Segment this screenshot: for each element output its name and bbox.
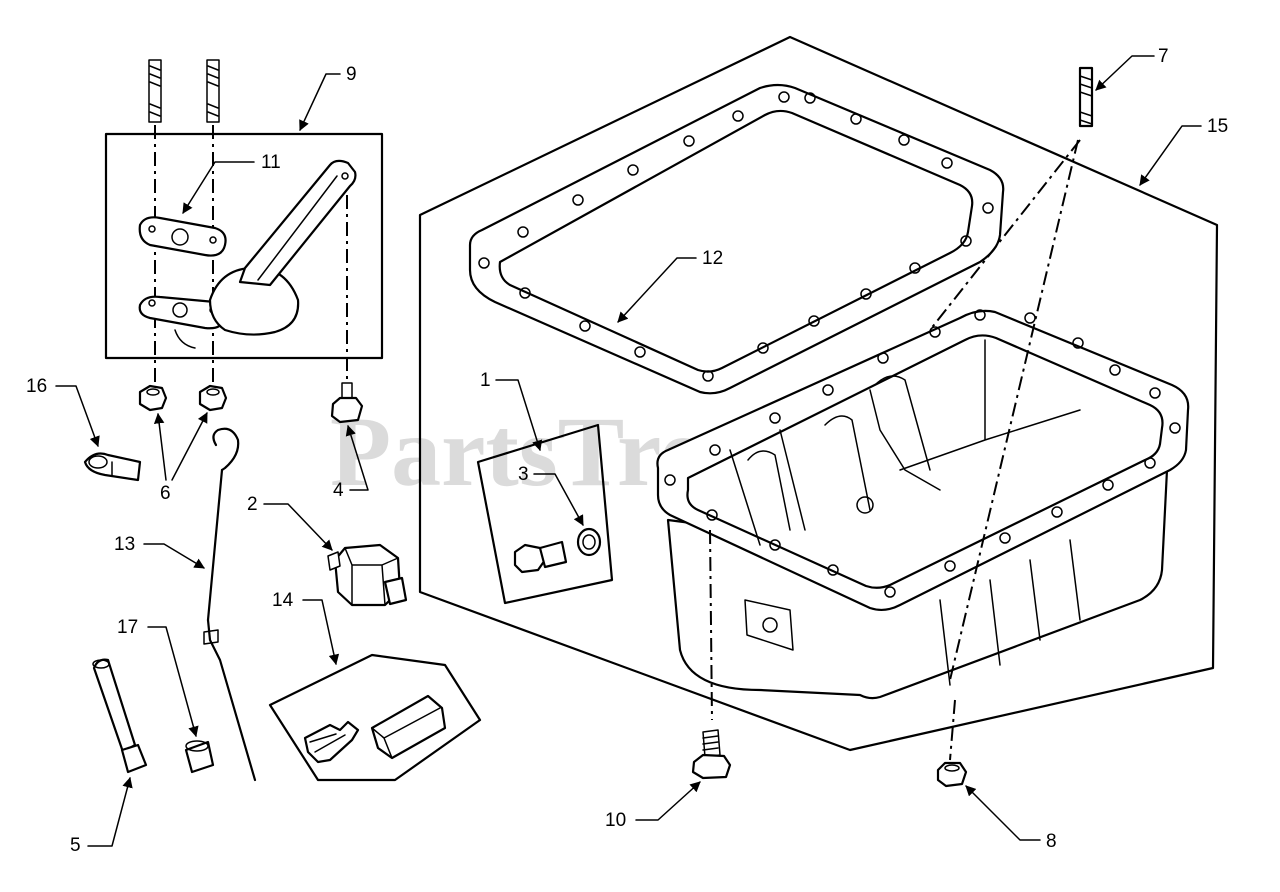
hose-clamp[interactable] [83,452,142,482]
callout-6[interactable]: 6 [153,412,208,504]
callout-16-number: 16 [26,376,47,397]
callout-5[interactable]: 5 [70,776,133,856]
callout-9-number: 9 [346,64,357,85]
callout-11-number: 11 [261,152,281,173]
callout-2[interactable]: 2 [247,494,333,551]
callout-10-number: 10 [605,810,626,831]
callout-5-number: 5 [70,835,81,856]
oil-pickup-assembly[interactable] [104,132,384,360]
callout-3-number: 3 [518,464,529,485]
callout-15-number: 15 [1207,116,1228,137]
callout-17[interactable]: 17 [117,617,199,738]
callout-17-number: 17 [117,617,138,638]
callout-4[interactable]: 4 [333,424,369,501]
callout-2-number: 2 [247,494,258,515]
callout-1-number: 1 [480,370,491,391]
bolt-item-4[interactable] [330,382,364,424]
callout-7-number: 7 [1158,46,1169,67]
oil-pressure-sensor[interactable] [327,543,408,607]
nut-item-8[interactable] [936,761,968,788]
studs-pair[interactable] [148,59,220,123]
bolt-item-10[interactable] [691,729,732,780]
connector-kit[interactable] [268,653,482,782]
callout-9[interactable]: 9 [299,64,357,131]
callout-15[interactable]: 15 [1139,116,1228,186]
callout-3[interactable]: 3 [518,464,584,526]
callout-13-number: 13 [114,534,135,555]
callout-8[interactable]: 8 [965,785,1057,852]
drain-plug-kit[interactable] [476,423,614,605]
oil-pan-gasket[interactable] [468,83,1005,395]
callout-14-number: 14 [272,590,294,611]
oil-pan-assembly-panel[interactable] [418,35,1219,752]
callout-14[interactable]: 14 [272,590,340,666]
oil-pan[interactable] [656,309,1190,700]
callout-4-number: 4 [333,480,344,501]
callout-12-number: 12 [702,248,723,269]
callout-1[interactable]: 1 [480,370,543,452]
callout-12[interactable]: 12 [617,248,723,323]
dipstick[interactable] [203,427,257,782]
callout-13[interactable]: 13 [114,534,205,569]
dipstick-tube[interactable] [92,658,148,774]
callout-11[interactable]: 11 [182,152,281,214]
callout-16[interactable]: 16 [26,376,100,447]
callout-8-number: 8 [1046,831,1057,852]
callout-10[interactable]: 10 [605,781,701,831]
nuts[interactable] [138,384,228,412]
callout-7[interactable]: 7 [1095,46,1169,91]
callout-6-number: 6 [160,483,171,504]
stud-item-7[interactable] [1078,66,1094,128]
bushing[interactable] [184,740,215,774]
